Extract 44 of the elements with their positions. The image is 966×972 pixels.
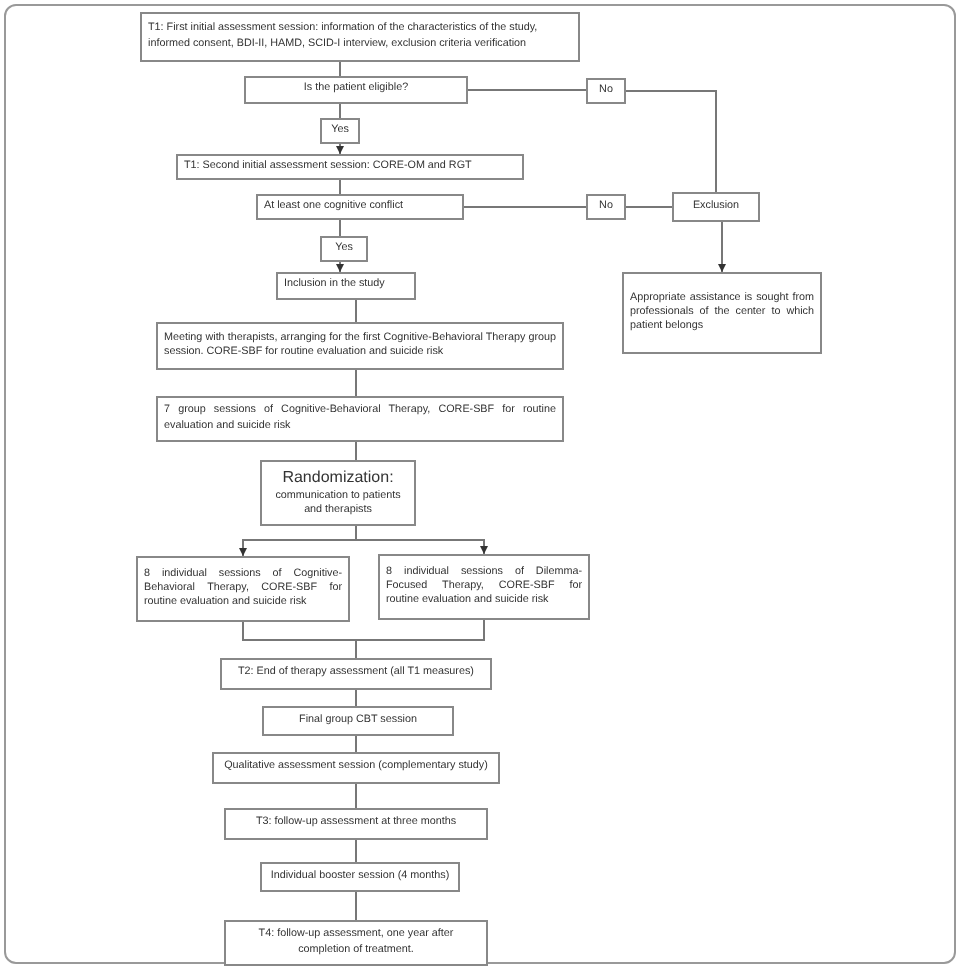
process-box xyxy=(156,396,564,442)
connector-line xyxy=(355,839,357,863)
process-box xyxy=(224,808,488,840)
process-box xyxy=(276,272,416,300)
process-box xyxy=(260,460,416,526)
arrow xyxy=(718,221,726,273)
connector-line xyxy=(355,735,357,753)
connector-line xyxy=(355,891,357,921)
connector-line xyxy=(355,689,357,707)
connector-line xyxy=(355,783,357,809)
connector-line xyxy=(339,61,341,77)
process-box xyxy=(622,272,822,354)
process-box xyxy=(260,862,460,892)
connector-line xyxy=(625,206,673,208)
process-box xyxy=(136,556,350,622)
connector-line xyxy=(625,90,717,193)
process-box xyxy=(212,752,500,784)
answer-box xyxy=(320,118,360,145)
connector-line xyxy=(339,219,341,237)
process-box xyxy=(378,554,590,620)
answer-box xyxy=(320,236,368,263)
process-box xyxy=(262,706,454,736)
heading-text: Randomization: xyxy=(280,467,396,490)
connector-line xyxy=(467,89,587,91)
process-box xyxy=(156,322,564,370)
connector-line xyxy=(463,206,587,208)
connector-line xyxy=(339,179,341,195)
connector-line xyxy=(355,369,357,397)
process-box xyxy=(176,154,524,181)
process-box xyxy=(672,192,760,222)
connector-line xyxy=(355,441,357,461)
connector-line xyxy=(355,299,357,323)
arrow xyxy=(336,261,344,273)
answer-box xyxy=(586,78,626,105)
answer-box xyxy=(586,194,626,221)
decision-box xyxy=(256,194,464,221)
process-box xyxy=(220,658,492,690)
connector-line xyxy=(355,619,485,659)
decision-box xyxy=(244,76,468,104)
process-box xyxy=(224,920,488,966)
process-box xyxy=(140,12,580,62)
arrow xyxy=(355,525,488,555)
arrow xyxy=(336,143,344,155)
connector-line xyxy=(339,103,341,119)
